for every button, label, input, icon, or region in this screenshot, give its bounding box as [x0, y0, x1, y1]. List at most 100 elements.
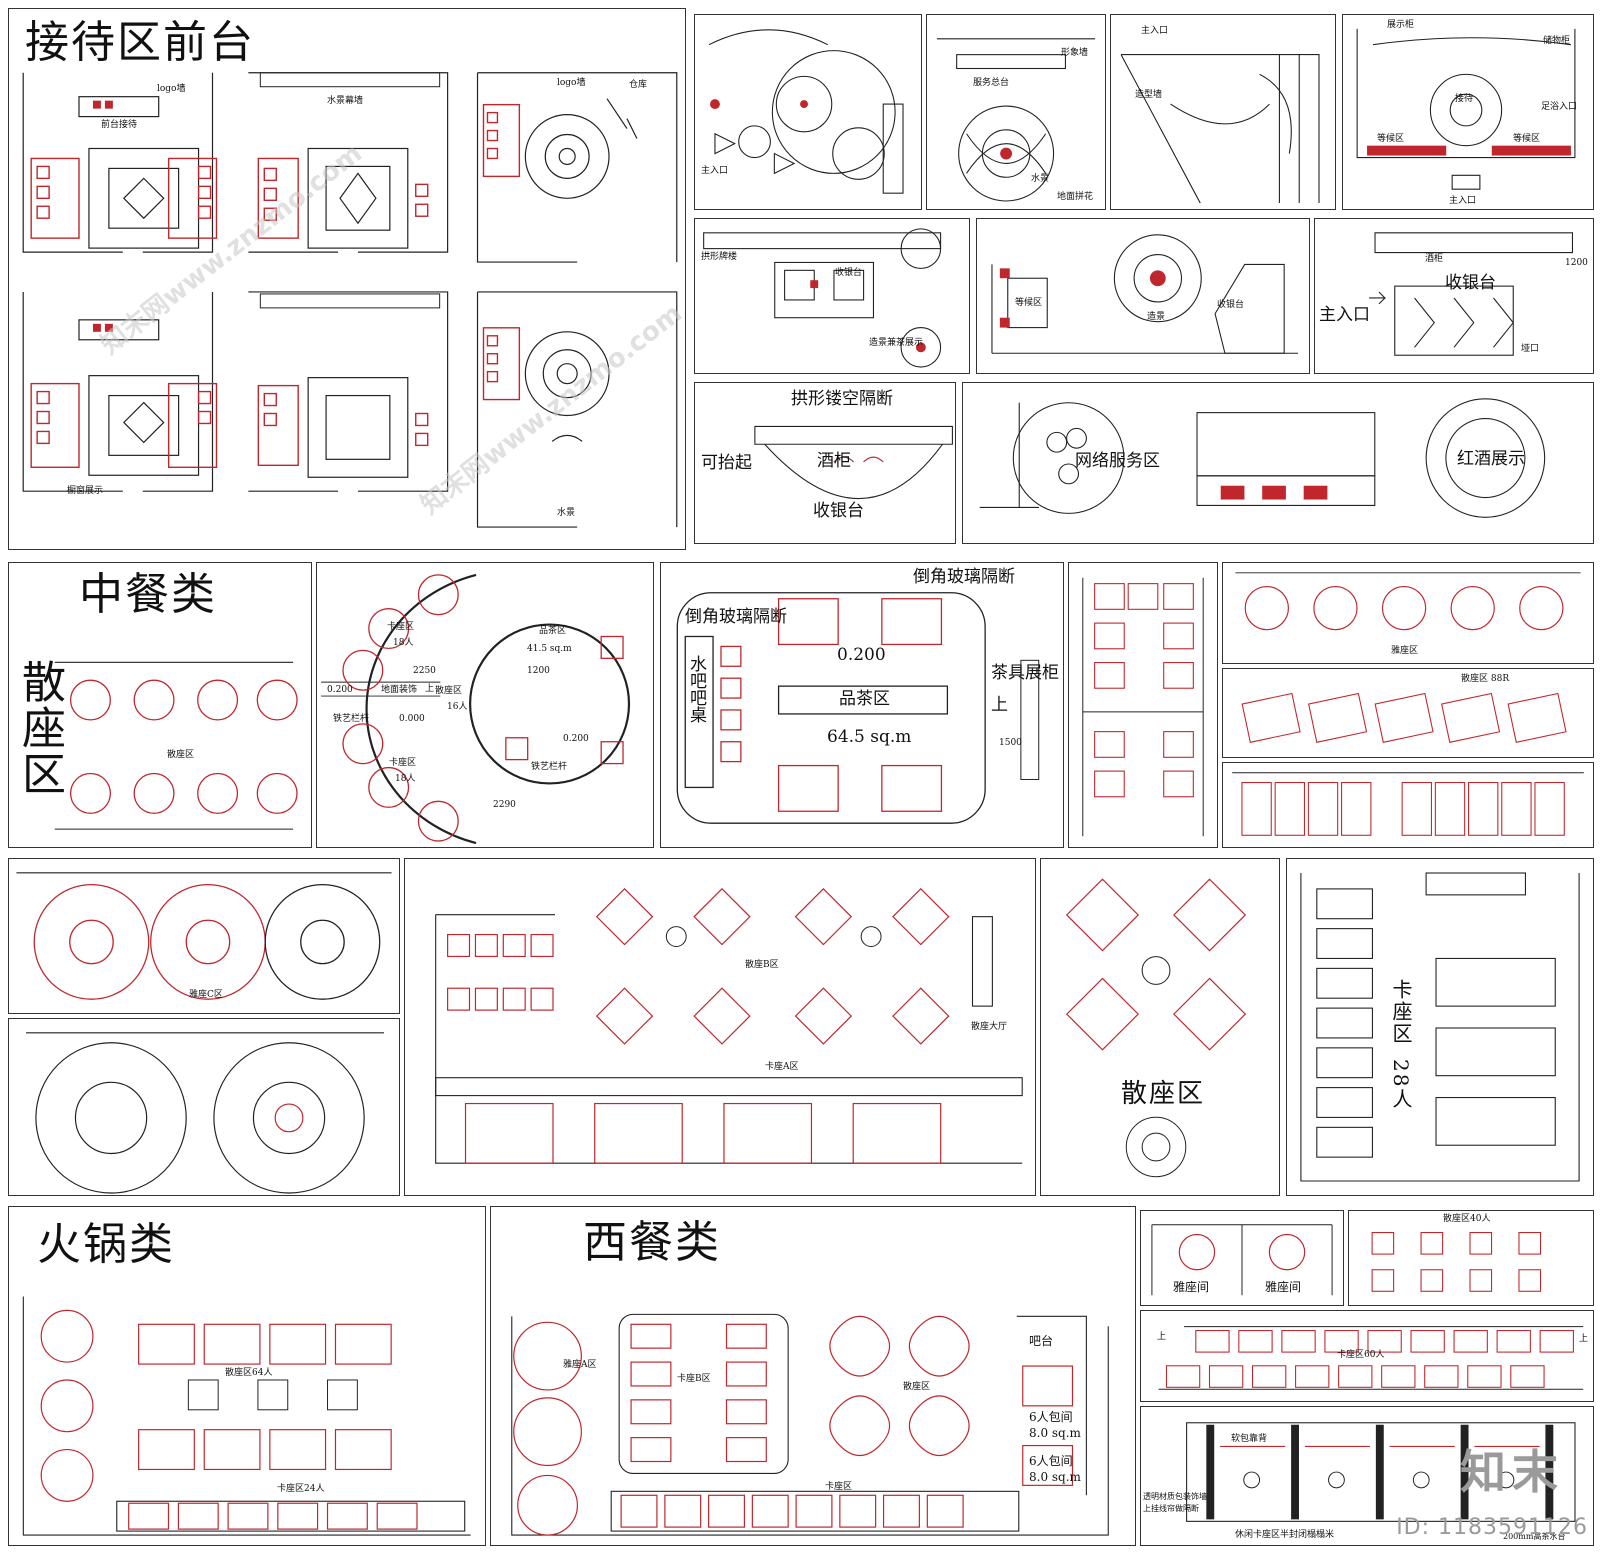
panel-cashier-a: 拱形牌楼 收银台 造景兼茶展示 — [694, 218, 970, 374]
reception-plans-drawing — [22, 72, 678, 528]
label-room-size-a: 8.0 sq.m — [1029, 1426, 1081, 1440]
label-western-scatter: 散座区 — [903, 1382, 931, 1392]
label-iron-rail: 铁艺栏杆 — [333, 714, 370, 724]
label-main-entrance: 主入口 — [701, 166, 729, 176]
cashier-c-drawing — [1369, 232, 1574, 356]
label-logo-wall-2: logo墙 — [557, 78, 586, 88]
panel-network-service: 网络服务区 红酒展示 — [962, 382, 1594, 544]
section-title-chinese: 中餐类 — [79, 569, 217, 620]
card-60-drawing — [1158, 1326, 1584, 1390]
ya-zone-drawing — [1235, 572, 1581, 631]
label-scatter-40: 散座区40人 — [1443, 1214, 1491, 1224]
hall-b-drawing — [435, 887, 1023, 1164]
panel-scatter-88: 散座区 88R — [1222, 668, 1594, 758]
label-image-wall-2: 造型墙 — [1135, 90, 1163, 100]
label-wine-cabinet: 酒柜 — [1425, 254, 1444, 264]
label-soft-back: 软包靠背 — [1231, 1434, 1268, 1444]
panel-cashier-b: 等候区 造景 收银台 — [976, 218, 1310, 374]
label-chamfer-glass-2: 倒角玻璃隔断 — [913, 567, 1015, 587]
label-reception: 接待 — [1455, 94, 1474, 104]
card-28-drawing — [1300, 872, 1580, 1182]
panel-scatter-big: 散座区 — [1040, 858, 1280, 1196]
id-tag: ID: 1183591126 — [1396, 1515, 1588, 1540]
label-up-b: 上 — [1579, 1334, 1589, 1344]
panel-ya-c: 雅座C区 — [8, 858, 400, 1014]
chinese-round-drawing — [321, 573, 631, 845]
label-room-size-b: 8.0 sq.m — [1029, 1470, 1081, 1484]
scatter-40-drawing — [1371, 1232, 1542, 1292]
label-scatter-16: 散座区 — [435, 686, 463, 696]
label-network-service: 网络服务区 — [1075, 451, 1160, 471]
label-warehouse: 仓库 — [629, 80, 648, 90]
label-ya-c: 雅座C区 — [189, 990, 223, 1000]
panel-cashier-c: 酒柜 收银台 主入口 1200 垭口 — [1314, 218, 1594, 374]
label-waiting-right: 等候区 — [1513, 134, 1541, 144]
panel-ya-rooms: 雅座间 雅座间 — [1140, 1210, 1344, 1306]
label-water-curtain: 水景幕墙 — [327, 96, 364, 106]
brand-logo: 知末 — [1460, 1445, 1564, 1499]
label-tea-table: 200mm高茶水台 — [1503, 1532, 1566, 1541]
label-up-a: 上 — [1157, 1332, 1167, 1342]
panel-card-28: 卡座区 28人 — [1286, 858, 1594, 1196]
label-card-a: 卡座A区 — [765, 1062, 799, 1072]
label-ya-a: 雅座A区 — [563, 1360, 597, 1370]
label-image-wall: 形象墙 — [1061, 48, 1089, 58]
cashier-d-drawing — [754, 425, 953, 500]
label-water-scene: 水景 — [1031, 174, 1050, 184]
label-card-18-b: 卡座区 — [389, 758, 417, 768]
round-rooms-drawing — [26, 1032, 384, 1194]
label-elevation-0200b: 0.200 — [563, 734, 589, 744]
label-main-entrance-small: 主入口 — [1141, 26, 1169, 36]
panel-ya-zone: 雅座区 — [1222, 562, 1594, 664]
label-storage: 储物柜 — [1543, 36, 1571, 46]
panel-reception-d: 展示柜 储物柜 接待 等候区 等候区 足浴入口 主入口 — [1342, 14, 1594, 210]
label-tea-size: 41.5 sq.m — [527, 644, 572, 654]
label-main-entrance-3: 主入口 — [1319, 305, 1370, 325]
label-scatter-64: 散座区64人 — [225, 1368, 273, 1378]
reception-c-drawing — [1120, 54, 1320, 204]
label-main-entrance-2: 主入口 — [1449, 196, 1477, 206]
reception-a-drawing — [708, 29, 904, 194]
reception-b-drawing — [936, 38, 1096, 202]
label-scatter-88: 散座区 88R — [1461, 674, 1510, 684]
label-card-28-people: 28人 — [1389, 1059, 1413, 1111]
panel-booths-tall — [1068, 562, 1218, 848]
label-dim-1500: 1500 — [999, 738, 1022, 748]
label-room-6-b: 6人包间 — [1029, 1454, 1073, 1468]
panel-leisure-card: 软包靠背 透明材质包装饰墙 上挂线帘做隔断 休闲卡座区半封闭榻榻米 200mm高… — [1140, 1406, 1594, 1546]
cashier-a-drawing — [703, 228, 942, 368]
label-service-desk: 服务总台 — [973, 78, 1010, 88]
panel-round-rooms — [8, 1018, 400, 1196]
panel-card-60: 卡座区60人 上 上 — [1140, 1310, 1594, 1402]
label-elevation-0200: 0.200 — [327, 685, 353, 695]
label-up-2: 上 — [991, 695, 1008, 715]
label-logo-wall: logo墙 — [157, 84, 186, 94]
label-tea-size-2: 64.5 sq.m — [827, 727, 912, 747]
booths-tall-drawing — [1082, 577, 1204, 837]
label-leisure-note: 休闲卡座区半封闭榻榻米 — [1235, 1530, 1335, 1540]
label-card-b: 卡座B区 — [677, 1374, 711, 1384]
label-water-feature: 水景 — [557, 508, 576, 518]
panel-cashier-d: 拱形镂空隔断 可抬起 酒柜 收银台 — [694, 382, 956, 544]
ya-rooms-drawing — [1151, 1224, 1333, 1296]
label-card-28: 卡座区 — [1389, 979, 1413, 1045]
panel-hall-b: 散座B区 散座大厅 卡座A区 — [404, 858, 1036, 1196]
panel-hotpot: 火锅类 散座区64人 卡座区24人 — [8, 1206, 486, 1546]
chinese-scatter-drawing — [54, 661, 298, 830]
label-ya-room-1: 雅座间 — [1173, 1280, 1210, 1294]
label-elevation-0000: 0.000 — [399, 714, 425, 724]
label-waiting: 等候区 — [1015, 298, 1043, 308]
label-waiting-left: 等候区 — [1377, 134, 1405, 144]
label-people-18-b: 18人 — [395, 774, 416, 784]
panel-chinese-scatter: 中餐类 散座区 散座区 — [8, 562, 312, 848]
label-dim-1200: 1200 — [527, 666, 550, 676]
section-title-western: 西餐类 — [583, 1217, 721, 1268]
label-chamfer-glass-1: 倒角玻璃隔断 — [685, 607, 787, 627]
label-cashier: 收银台 — [835, 268, 863, 278]
label-scatter-hall: 散座大厅 — [971, 1022, 1008, 1032]
label-cashier-4: 收银台 — [813, 501, 864, 521]
section-title-hotpot: 火锅类 — [37, 1219, 175, 1270]
label-people-18-a: 18人 — [393, 638, 414, 648]
label-floor-note: 地面装饰 — [381, 685, 418, 695]
label-landscape: 造景 — [1147, 312, 1166, 322]
